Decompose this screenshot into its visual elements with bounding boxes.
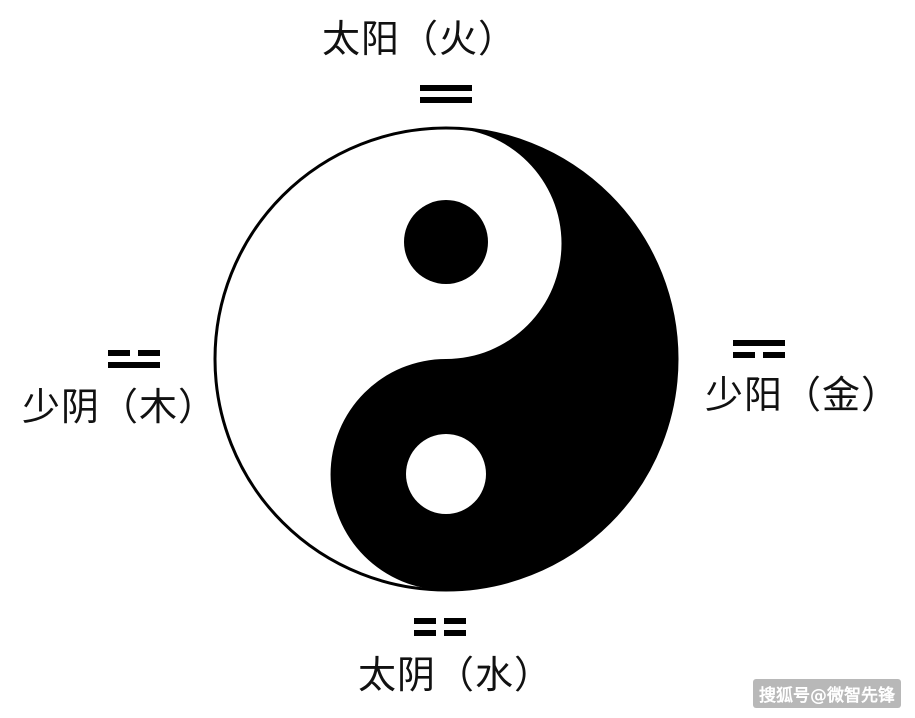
trigram-line-broken-left xyxy=(733,352,755,358)
label-taiyang-fire: 太阳（火） xyxy=(322,20,517,58)
watermark: 搜狐号@微智先锋 xyxy=(753,679,901,708)
trigram-line-solid xyxy=(420,97,472,103)
trigram-line-broken-right xyxy=(138,350,160,356)
yang-dot xyxy=(406,434,486,514)
trigram-line-broken-right xyxy=(763,352,785,358)
trigram-line-solid xyxy=(733,340,785,346)
trigram-top-taiyang xyxy=(420,85,472,103)
label-shaoyang-metal: 少阳（金） xyxy=(705,376,900,414)
trigram-line-broken-left xyxy=(414,618,436,624)
trigram-line-broken-left xyxy=(414,630,436,636)
trigram-line-broken-right xyxy=(444,630,466,636)
trigram-left-shaoyin xyxy=(108,350,160,368)
yin-dot xyxy=(404,200,488,284)
trigram-bottom-taiyin xyxy=(414,618,466,636)
label-taiyin-water: 太阴（水） xyxy=(358,656,553,694)
trigram-line-broken-right xyxy=(444,618,466,624)
taiji-symbol xyxy=(215,128,677,590)
trigram-right-shaoyang xyxy=(733,340,785,358)
trigram-line-solid xyxy=(108,362,160,368)
label-shaoyin-wood: 少阴（木） xyxy=(22,388,217,426)
trigram-line-broken-left xyxy=(108,350,130,356)
trigram-line-solid xyxy=(420,85,472,91)
